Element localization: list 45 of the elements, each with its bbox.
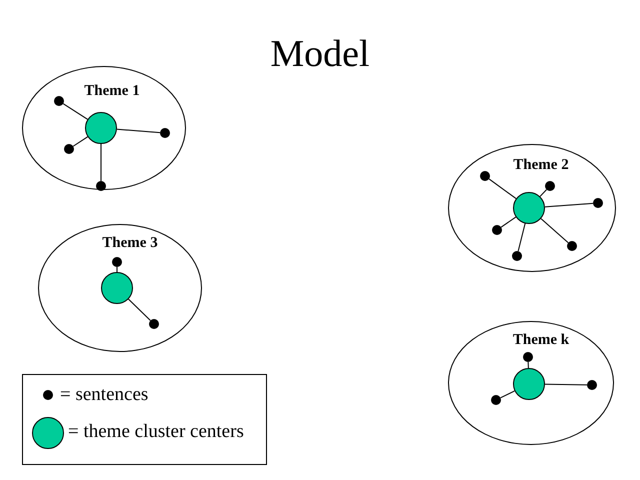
sentence-dot: [64, 144, 74, 154]
sentence-dot: [96, 181, 106, 191]
sentence-dot: [54, 96, 64, 106]
sentence-dot: [491, 395, 501, 405]
connector-line: [116, 128, 161, 134]
legend-text: = sentences: [60, 384, 148, 406]
connector-line: [116, 266, 118, 272]
sentence-dot: [149, 319, 159, 329]
sentence-dot: [480, 171, 490, 181]
theme-ellipse: [22, 66, 186, 190]
connector-line: [544, 384, 588, 386]
theme-label: Theme 2: [513, 157, 569, 174]
connector-line: [500, 390, 516, 398]
cluster-center-circle: [513, 192, 545, 224]
theme-ellipse: [38, 224, 202, 352]
theme-ellipse: [448, 321, 614, 445]
theme-ellipse: [448, 144, 616, 272]
connector-line: [500, 216, 516, 228]
sentence-dot: [567, 241, 577, 251]
theme-label: Theme 3: [102, 235, 158, 252]
connector-line: [100, 144, 102, 182]
connector-line: [528, 362, 529, 368]
sentence-dot: [112, 257, 122, 267]
connector-line: [488, 178, 517, 200]
connector-line: [540, 189, 548, 197]
cluster-center-circle: [513, 368, 545, 400]
sentence-dot: [160, 128, 170, 138]
connector-line: [72, 136, 88, 147]
sentence-dot: [492, 225, 502, 235]
diagram-title: Model: [269, 32, 371, 76]
theme-label: Theme 1: [84, 83, 140, 100]
connector-line: [544, 202, 594, 208]
cluster-center-circle: [101, 272, 133, 304]
legend-text: = theme cluster centers: [68, 421, 244, 443]
sentence-dot: [587, 380, 597, 390]
connector-line: [62, 103, 88, 120]
sentence-dot: [545, 181, 555, 191]
connector-line: [518, 223, 526, 252]
theme-label: Theme k: [512, 332, 570, 349]
cluster-center-circle: [85, 112, 117, 144]
sentence-dot: [512, 251, 522, 261]
sentence-dot: [593, 198, 603, 208]
connector-line: [128, 298, 151, 322]
sentence-dot: [523, 352, 533, 362]
connector-line: [540, 218, 569, 244]
